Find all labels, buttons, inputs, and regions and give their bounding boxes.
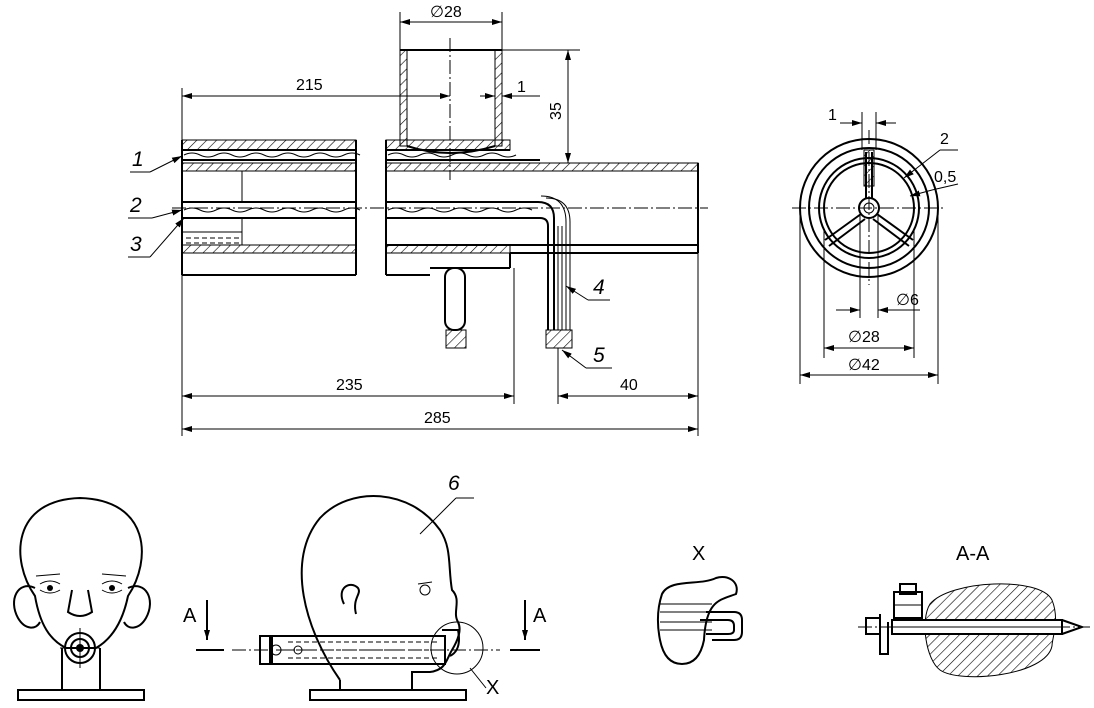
circle-callout-2: 2 bbox=[940, 131, 949, 148]
dim-35: 35 bbox=[548, 102, 565, 120]
section-marker-a-right: A bbox=[510, 600, 547, 651]
callout-1: 1 bbox=[132, 148, 144, 171]
branch-wall-left bbox=[399, 49, 408, 147]
main-callouts: 1 2 3 4 5 bbox=[128, 148, 612, 369]
head-front-view bbox=[13, 496, 151, 701]
probe-bend-outer bbox=[537, 201, 555, 330]
section-mark-right: A bbox=[533, 605, 547, 627]
dim-285: 285 bbox=[424, 410, 451, 427]
head-side-view: X 6 bbox=[232, 472, 500, 701]
circle-dim-d42: ∅42 bbox=[848, 357, 880, 374]
pipe-top-wall-left bbox=[181, 162, 357, 172]
circle-dim-1: 1 bbox=[828, 107, 837, 124]
callout-5: 5 bbox=[593, 344, 605, 367]
circle-dim-d6: ∅6 bbox=[896, 292, 919, 309]
detail-x-view: X bbox=[656, 543, 743, 666]
pipe-bottom-wall-left bbox=[181, 244, 357, 254]
dim-215: 215 bbox=[296, 77, 323, 94]
bottom-stub-cap bbox=[445, 329, 467, 349]
callout-4: 4 bbox=[593, 276, 605, 299]
section-mark-left: A bbox=[183, 605, 197, 627]
pipe-top-wall-right bbox=[385, 162, 699, 172]
detail-title: X bbox=[692, 543, 705, 565]
detail-circle bbox=[430, 621, 484, 675]
pipe-bottom-wall-right bbox=[385, 244, 511, 254]
probe-tip-cap bbox=[545, 329, 573, 349]
dim-top-diameter: ∅28 bbox=[430, 4, 462, 21]
branch-wall-right bbox=[494, 49, 503, 147]
upper-wire-right bbox=[387, 152, 517, 158]
side-tube bbox=[269, 635, 446, 665]
callout-3: 3 bbox=[130, 233, 142, 256]
section-marker-a-left: A bbox=[183, 600, 224, 651]
section-title: A-A bbox=[956, 543, 990, 565]
dim-40: 40 bbox=[620, 377, 638, 394]
callout-6: 6 bbox=[448, 472, 460, 495]
section-aa-view: A-A bbox=[858, 543, 1090, 678]
upper-wire-left bbox=[183, 152, 361, 158]
dim-235: 235 bbox=[336, 377, 363, 394]
callout-2: 2 bbox=[129, 194, 142, 217]
main-dimensions: ∅28 215 1 35 235 40 285 bbox=[181, 4, 699, 436]
bottom-stub bbox=[444, 267, 466, 331]
upper-tube-wall-left bbox=[181, 139, 357, 151]
circle-dim-d28: ∅28 bbox=[848, 329, 880, 346]
circle-dim-gap: 0,5 bbox=[934, 169, 956, 186]
main-tube-view bbox=[172, 38, 708, 368]
middle-wire-left bbox=[183, 207, 361, 213]
dim-wall-1: 1 bbox=[517, 79, 526, 96]
detail-mark: X bbox=[486, 677, 499, 699]
end-view: 1 2 0,5 ∅6 ∅28 ∅42 bbox=[792, 107, 959, 384]
